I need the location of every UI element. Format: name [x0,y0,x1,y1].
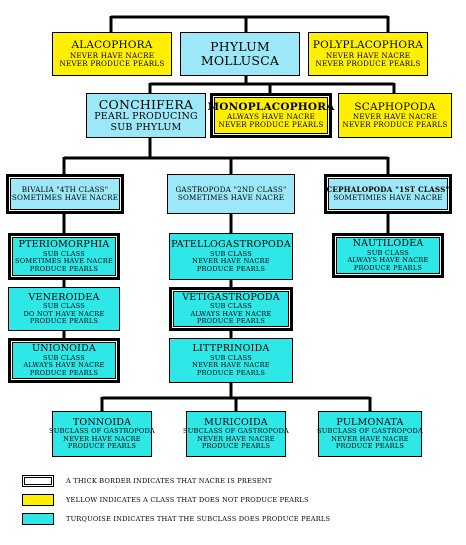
tonnoida-pearls: produce pearls [67,442,137,450]
gastropoda-title: Gastropoda "2nd Class" [175,184,287,194]
class-scaphopoda: Scaphopoda Never have nacre Never produc… [338,93,452,138]
muricoida-pearls: produce pearls [201,442,271,450]
phylum-mollusca: Phylum Mollusca [180,32,300,76]
nautilodea-title: Nautilodea [352,238,424,250]
monoplacophora-pearls: Never produce pearls [218,120,324,130]
legend-thick-border-swatch [22,475,54,487]
class-bivalvia: Bivalia "4th Class" Sometimes have nacre [6,174,124,214]
phylum-label: Phylum [210,39,270,54]
cephalopoda-nacre: Sometimies have nacre [333,193,443,202]
vetigastropoda-nacre: Always have nacre [190,309,272,318]
conchifera-line2: sub phylum [110,121,182,133]
subclass-pulmonata: Pulmonata Subclass of Gastropoda Never h… [317,411,423,457]
pteriomorphia-title: Pteriomorphia [18,239,110,251]
veneroidea-rank: Sub class [43,302,85,311]
pteriomorphia-nacre: Sometimes have nacre [15,257,113,266]
alacophora-title: Alacophora [71,39,153,52]
conchifera-title: Conchifera [98,96,194,112]
vetigastropoda-title: Vetigastropoda [182,291,280,303]
scaphopoda-pearls: Never produce pearls [342,120,448,130]
cephalopoda-title: Cephalopoda "1st Class" [326,184,450,194]
subphylum-conchifera: Conchifera Pearl producing sub phylum [86,93,206,138]
class-monoplacophora: Monoplacophora Always have nacre Never p… [207,93,335,138]
alacophora-nacre: Never have nacre [69,50,155,60]
monoplacophora-title: Monoplacophora [207,100,335,113]
nautilodea-pearls: produce pearls [353,263,423,272]
tonnoida-title: Tonnoida [72,416,132,428]
veneroidea-title: Veneroidea [28,291,100,303]
subclass-nautilodea: Nautilodea Sub class Always have nacre p… [332,233,444,278]
scaphopoda-nacre: Never have nacre [352,112,438,122]
legend-turquoise-text: Turquoise indicates that the subclass do… [66,515,331,523]
class-polyplacophora: Polyplacophora Never have nacre Never pr… [308,32,428,76]
muricoida-title: Muricoida [204,416,268,428]
littprinoida-pearls: produce pearls [196,368,266,377]
legend-yellow-text: Yellow indicates a class that does not p… [66,496,309,504]
tonnoida-rank: Subclass of Gastropoda [49,427,155,436]
subclass-patellogastropoda: Patellogastropoda Sub class Never have n… [169,233,293,280]
bivalvia-title: Bivalia "4th Class" [21,184,109,194]
polyplacophora-pearls: Never produce pearls [315,58,421,68]
phylum-name: Mollusca [200,53,280,68]
class-cephalopoda: Cephalopoda "1st Class" Sometimies have … [324,174,452,214]
unionoida-pearls: produce pearls [29,368,99,377]
pteriomorphia-pearls: produce pearls [29,264,99,273]
patellogastropoda-pearls: produce pearls [196,264,266,273]
vetigastropoda-rank: Sub class [210,302,252,311]
pteriomorphia-rank: Sub class [43,249,85,258]
tonnoida-nacre: Never have nacre [63,434,141,443]
legend-yellow-swatch [22,494,54,506]
vetigastropoda-pearls: produce pearls [196,317,266,325]
class-gastropoda: Gastropoda "2nd Class" Sometimes have na… [167,174,295,214]
polyplacophora-nacre: Never have nacre [325,50,411,60]
monoplacophora-nacre: Always have nacre [226,112,316,122]
class-alacophora: Alacophora Never have nacre Never produc… [52,32,172,76]
subclass-littprinoida: Littprinoida Sub class Never have nacre … [169,338,293,383]
nautilodea-rank: Sub class [367,248,409,257]
subclass-muricoida: Muricoida Subclass of Gastropoda Never h… [183,411,289,457]
conchifera-line1: Pearl producing [94,110,198,122]
subclass-veneroidea: Veneroidea Sub class Do not have nacre p… [8,287,120,331]
unionoida-title: Unionoida [32,343,96,355]
unionoida-nacre: Always have nacre [23,361,105,370]
patellogastropoda-nacre: Never have nacre [192,257,270,266]
subclass-vetigastropoda: Vetigastropoda Sub class Always have nac… [169,287,293,331]
gastropoda-nacre: Sometimes have nacre [177,193,285,202]
unionoida-rank: Sub class [43,353,85,362]
alacophora-pearls: Never produce pearls [59,58,165,68]
pulmonata-title: Pulmonata [336,416,404,428]
littprinoida-title: Littprinoida [192,343,270,355]
littprinoida-rank: Sub class [210,353,252,362]
muricoida-nacre: Never have nacre [197,434,275,443]
subclass-pteriomorphia: Pteriomorphia Sub class Sometimes have n… [8,233,120,280]
veneroidea-nacre: Do not have nacre [23,309,105,318]
legend-thick-border-text: A thick border indicates that nacre is p… [66,477,273,485]
subclass-unionoida: Unionoida Sub class Always have nacre pr… [8,338,120,383]
legend-turquoise-swatch [22,513,54,525]
bivalvia-nacre: Sometimes have nacre [11,193,119,202]
muricoida-rank: Subclass of Gastropoda [183,427,289,436]
subclass-tonnoida: Tonnoida Subclass of Gastropoda Never ha… [49,411,155,457]
pulmonata-pearls: produce pearls [335,442,405,450]
pulmonata-rank: Subclass of Gastropoda [317,427,423,436]
littprinoida-nacre: Never have nacre [192,361,270,370]
patellogastropoda-title: Patellogastropoda [171,239,291,251]
polyplacophora-title: Polyplacophora [312,39,424,52]
veneroidea-pearls: produce pearls [29,317,99,325]
scaphopoda-title: Scaphopoda [354,100,436,113]
nautilodea-nacre: Always have nacre [347,256,429,265]
pulmonata-nacre: Never have nacre [331,434,409,443]
patellogastropoda-rank: Sub class [210,249,252,258]
